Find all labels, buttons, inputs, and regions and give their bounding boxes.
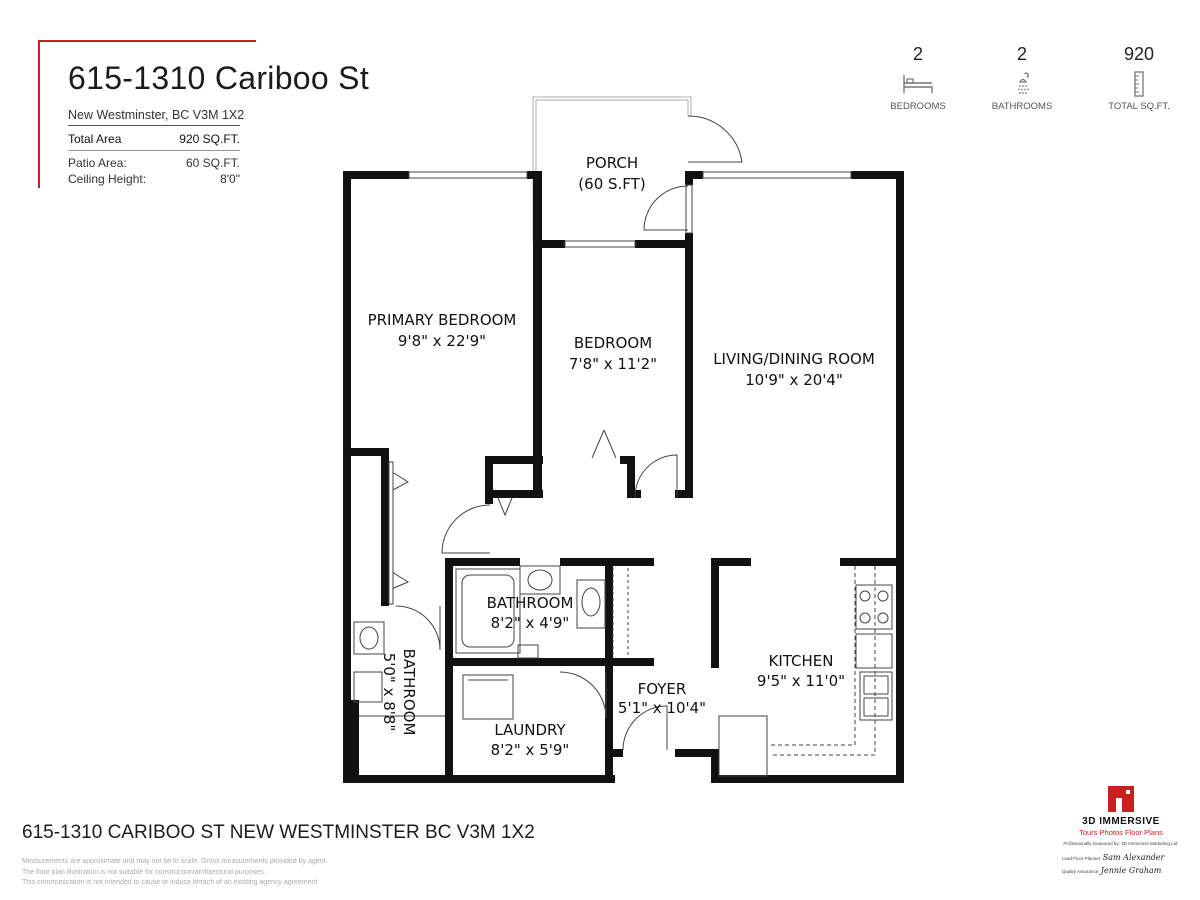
disclaimer: Measurements are approximate and may not… [22, 857, 327, 889]
walls [343, 171, 904, 783]
brand-name: 3D IMMERSIVE [1082, 816, 1160, 827]
ceiling-height-label: Ceiling Height: [68, 172, 147, 186]
lead-planner-row: Lead Floor Planner: Sam Alexander [1062, 852, 1164, 865]
ceiling-height-value: 8'0" [220, 172, 240, 186]
disclaimer-line: This communication is not intended to ca… [22, 879, 318, 886]
total-area-label: Total Area [68, 132, 122, 146]
brand-logo: 3D IMMERSIVE Tours Photos Floor Plans Pr… [1058, 784, 1184, 846]
total-area-value: 920 SQ.FT. [179, 132, 240, 146]
room-living-name: LIVING/DINING ROOM [713, 350, 875, 368]
brand-tagline: Tours Photos Floor Plans [1079, 828, 1163, 837]
room-labels: PORCH (60 S.FT) PRIMARY BEDROOM 9'8" x 2… [368, 154, 875, 759]
room-bedroom-size: 7'8" x 11'2" [569, 355, 657, 373]
header-accent-line [38, 40, 256, 42]
header-accent-line [38, 40, 40, 188]
room-kitchen-size: 9'5" x 11'0" [757, 672, 845, 690]
disclaimer-line: The floor plan illustration is not suita… [22, 868, 266, 876]
footer-address-street: 615-1310 CARIBOO ST [22, 822, 225, 843]
room-laundry-size: 8'2" x 5'9" [491, 741, 570, 759]
footer-address: 615-1310 CARIBOO ST NEW WESTMINSTER BC V… [22, 822, 535, 844]
property-address: New Westminster, BC V3M 1X2 [68, 108, 245, 122]
room-foyer-name: FOYER [638, 680, 687, 698]
stat-bedrooms-label: BEDROOMS [890, 101, 946, 112]
room-kitchen-name: KITCHEN [769, 652, 834, 670]
closet-doors [388, 429, 617, 605]
room-primary-bedroom-name: PRIMARY BEDROOM [368, 311, 517, 329]
quality-assurance-row: Quality Assurance: Jennie Graham [1062, 865, 1164, 878]
room-porch-size: (60 S.FT) [578, 175, 645, 193]
room-bathroom-ensuite-name: BATHROOM [400, 649, 418, 736]
footer-address-city: NEW WESTMINSTER BC V3M 1X2 [229, 822, 535, 843]
stat-bathrooms-value: 2 [1016, 44, 1027, 64]
shower-icon [967, 71, 1077, 97]
room-living-size: 10'9" x 20'4" [745, 371, 843, 389]
room-primary-bedroom-size: 9'8" x 22'9" [398, 332, 486, 350]
patio-area-label: Patio Area: [68, 156, 127, 170]
ruler-icon [1084, 71, 1194, 97]
lead-planner-label: Lead Floor Planner: [1062, 856, 1102, 861]
divider [68, 150, 240, 151]
disclaimer-line: Measurements are approximate and may not… [22, 858, 328, 865]
quality-assurance-signature: Jennie Graham [1100, 866, 1162, 875]
stat-bedrooms: 2 BEDROOMS [863, 44, 973, 112]
brand-mark-icon [1106, 784, 1136, 814]
windows [408, 171, 852, 248]
stat-bathrooms: 2 BATHROOMS [967, 44, 1077, 112]
lead-planner-signature: Sam Alexander [1102, 853, 1165, 862]
room-porch-name: PORCH [586, 154, 638, 172]
stat-bedrooms-value: 2 [912, 44, 923, 64]
room-bathroom-main-name: BATHROOM [487, 594, 574, 612]
divider [68, 125, 240, 126]
credits: Lead Floor Planner: Sam Alexander Qualit… [1062, 852, 1164, 878]
room-bathroom-ensuite-size: 5'0" x 8'8" [380, 653, 398, 732]
stat-square-feet-label: TOTAL SQ.FT. [1108, 101, 1170, 112]
doors [395, 115, 743, 751]
fixtures [353, 565, 893, 777]
stat-square-feet: 920 TOTAL SQ.FT. [1084, 44, 1194, 112]
room-bedroom-name: BEDROOM [574, 334, 652, 352]
room-laundry-name: LAUNDRY [494, 721, 566, 739]
brand-measured-by: Professionally measured by: 3D Immersive… [1063, 841, 1179, 846]
bed-icon [863, 71, 973, 97]
room-bathroom-main-size: 8'2" x 4'9" [491, 614, 570, 632]
quality-assurance-label: Quality Assurance: [1062, 869, 1100, 874]
stat-bathrooms-label: BATHROOMS [991, 101, 1053, 112]
room-foyer-size: 5'1" x 10'4" [618, 699, 706, 717]
property-title: 615-1310 Cariboo St [68, 60, 370, 96]
stat-square-feet-value: 920 [1123, 44, 1155, 64]
patio-area-value: 60 SQ.FT. [185, 156, 240, 170]
